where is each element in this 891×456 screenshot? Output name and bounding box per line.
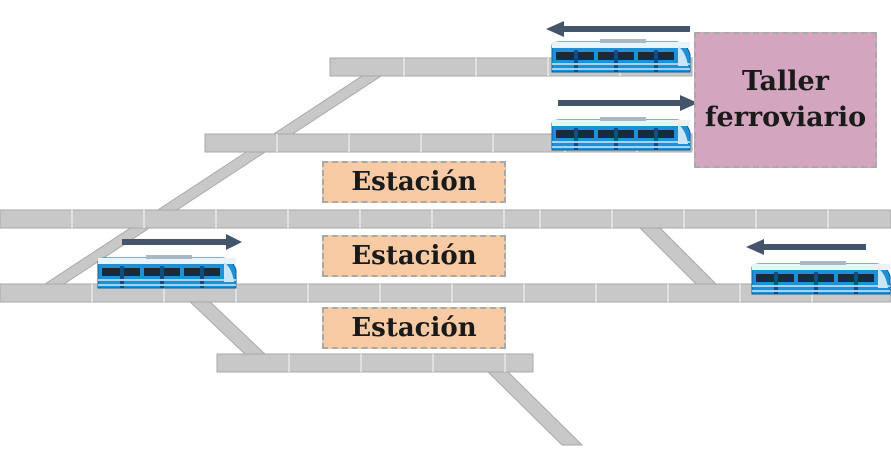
- direction-arrows: [122, 21, 866, 255]
- train-lower-left: [97, 254, 237, 289]
- station-label: Estación: [351, 241, 477, 271]
- arrow-right-icon: [122, 234, 242, 250]
- station-label: Estación: [351, 167, 477, 197]
- track-diagonal-right: [636, 225, 718, 285]
- station-box-2: Estación: [322, 235, 506, 277]
- workshop-label-line2: ferroviario: [704, 102, 867, 133]
- track-main: [0, 209, 891, 229]
- station-box-3: Estación: [322, 307, 506, 349]
- track-diagonal-bottom: [484, 369, 584, 446]
- workshop-box: Taller ferroviario: [694, 32, 877, 168]
- train-lower-right: [751, 260, 891, 295]
- train-top-right: [551, 38, 691, 73]
- arrow-right-icon: [558, 95, 698, 111]
- station-box-1: Estación: [322, 161, 506, 203]
- track-bottom: [216, 353, 534, 373]
- arrow-left-icon: [546, 21, 690, 37]
- track-diagonal-lower-left: [184, 297, 269, 357]
- arrow-left-icon: [746, 239, 866, 255]
- train-second-right: [551, 116, 691, 151]
- station-label: Estación: [351, 313, 477, 343]
- workshop-label-line1: Taller: [742, 66, 829, 97]
